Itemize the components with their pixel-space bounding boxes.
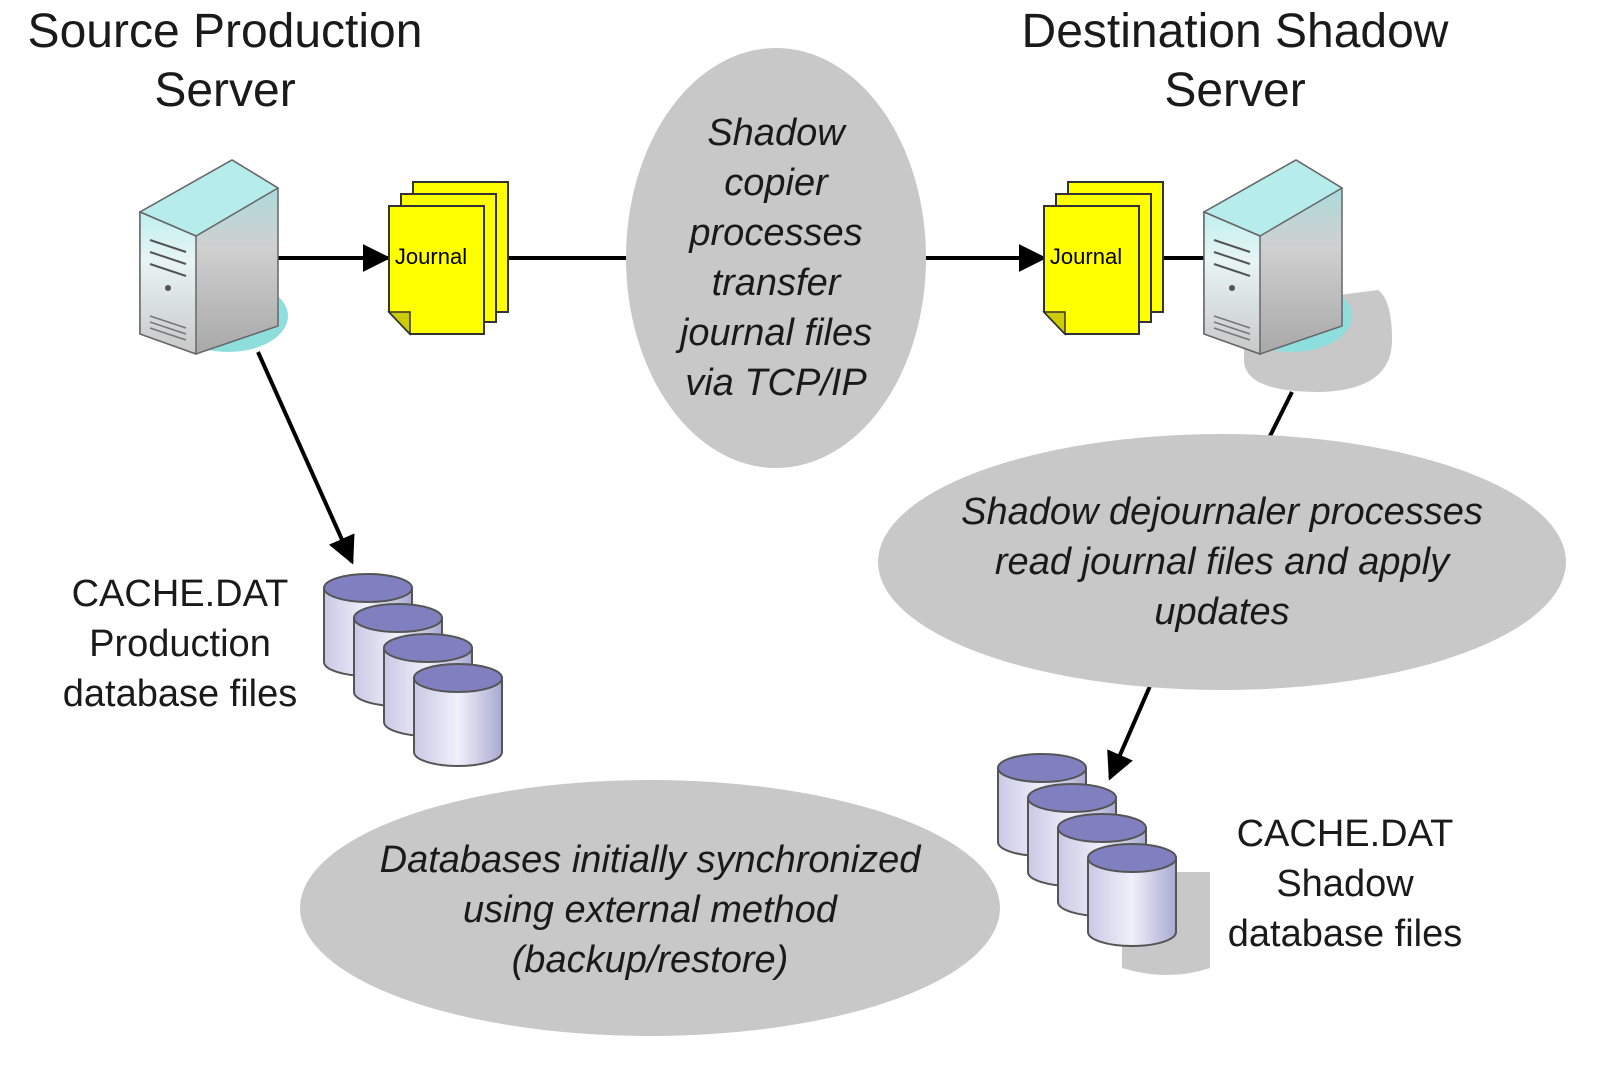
source-server-title-line1: Source Production <box>28 5 423 58</box>
shadow-db-label-line2: Shadow <box>1276 863 1414 905</box>
destination-journal-label: Journal <box>1050 244 1122 269</box>
sync-note-line2: using external method <box>463 889 839 931</box>
source-journal-label: Journal <box>395 244 467 269</box>
source-server-icon <box>138 159 288 356</box>
transfer-note-line4: transfer <box>712 262 842 304</box>
production-db-label-line3: database files <box>63 673 298 715</box>
connector-dest-server-to-dejournaler <box>1266 391 1294 441</box>
transfer-note-ellipse <box>626 48 926 468</box>
production-database-label: CACHE.DAT Production database files <box>63 573 298 715</box>
dejournaler-note-line1: Shadow dejournaler processes <box>961 491 1483 533</box>
destination-server-title-line1: Destination Shadow <box>1022 5 1449 58</box>
sync-note-line3: (backup/restore) <box>512 939 789 981</box>
transfer-note-line3: processes <box>688 212 862 254</box>
transfer-note-line2: copier <box>724 162 829 204</box>
shadow-db-label-line3: database files <box>1228 913 1463 955</box>
shadow-database-label: CACHE.DAT Shadow database files <box>1228 813 1463 955</box>
shadow-database-cylinders-icon <box>997 753 1210 975</box>
destination-journal-files-icon <box>1042 181 1164 336</box>
destination-server-icon <box>1202 159 1392 392</box>
transfer-note-line6: via TCP/IP <box>685 362 867 404</box>
source-journal-files-icon <box>387 181 509 336</box>
production-db-label-line1: CACHE.DAT <box>72 573 289 615</box>
connector-dejournaler-to-shadow-db <box>1107 685 1152 781</box>
shadow-db-label-line1: CACHE.DAT <box>1237 813 1454 855</box>
sync-note-line1: Databases initially synchronized <box>380 839 923 881</box>
production-database-cylinders-icon <box>323 573 503 767</box>
destination-server-title-line2: Server <box>1164 64 1305 117</box>
connector-source-to-db <box>256 351 355 565</box>
sync-note-ellipse <box>300 780 1000 1036</box>
transfer-note-text: Shadow copier processes transfer journal… <box>675 112 872 404</box>
dejournaler-note-ellipse <box>878 434 1566 690</box>
dejournaler-note-text: Shadow dejournaler processes read journa… <box>961 491 1483 633</box>
dejournaler-note-line2: read journal files and apply <box>995 541 1451 583</box>
transfer-note-line5: journal files <box>675 312 872 354</box>
source-server-title-line2: Server <box>154 64 295 117</box>
production-db-label-line2: Production <box>89 623 271 665</box>
sync-note-text: Databases initially synchronized using e… <box>380 839 923 981</box>
transfer-note-line1: Shadow <box>707 112 847 154</box>
dejournaler-note-line3: updates <box>1154 591 1289 633</box>
